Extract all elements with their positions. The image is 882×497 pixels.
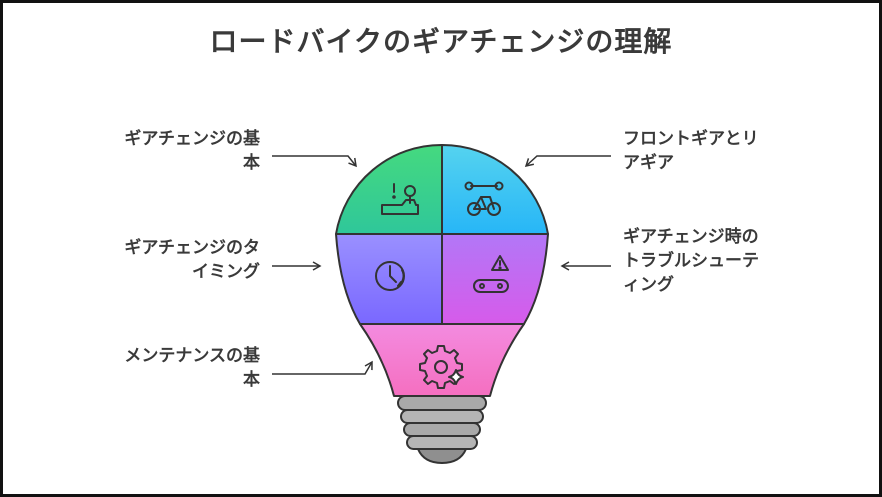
label-maintenance: メンテナンスの基 本 (60, 344, 260, 392)
segment-bottom (359, 323, 525, 397)
segment-top-right (441, 143, 549, 235)
segment-top-left (335, 143, 443, 235)
gear-sparkle-icon (419, 345, 464, 389)
label-maintenance-line1: メンテナンスの基 (124, 346, 260, 366)
rotation-clock-icon (375, 261, 405, 291)
arrow-gear-basics (272, 155, 357, 168)
chain-warning-icon (473, 255, 509, 293)
label-gear-basics: ギアチェンジの基 本 (60, 127, 260, 175)
label-front-rear-line1: フロントギアとリ (623, 129, 759, 149)
label-maintenance-line2: 本 (243, 370, 260, 390)
bicycle-tools-icon (464, 181, 504, 216)
label-timing-line1: ギアチェンジのタ (124, 238, 260, 258)
label-troubleshooting: ギアチェンジ時の トラブルシューテ ィング (623, 225, 823, 297)
label-gear-basics-line1: ギアチェンジの基 (124, 129, 260, 149)
page-title: ロードバイクのギアチェンジの理解 (209, 25, 673, 58)
label-timing: ギアチェンジのタ イミング (60, 236, 260, 284)
person-button-icon (381, 183, 419, 215)
label-front-rear-line2: アギア (623, 153, 674, 173)
label-front-rear: フロントギアとリ アギア (623, 127, 823, 175)
arrow-maintenance (272, 360, 373, 375)
label-troubleshooting-line2: トラブルシューテ (623, 251, 759, 271)
arrow-front-rear (524, 155, 611, 168)
label-troubleshooting-line1: ギアチェンジ時の (623, 227, 759, 247)
label-troubleshooting-line3: ィング (623, 275, 674, 295)
segment-mid-left (335, 233, 443, 325)
bulb-base (397, 395, 487, 465)
label-gear-basics-line2: 本 (243, 153, 260, 173)
label-timing-line2: イミング (192, 262, 260, 282)
